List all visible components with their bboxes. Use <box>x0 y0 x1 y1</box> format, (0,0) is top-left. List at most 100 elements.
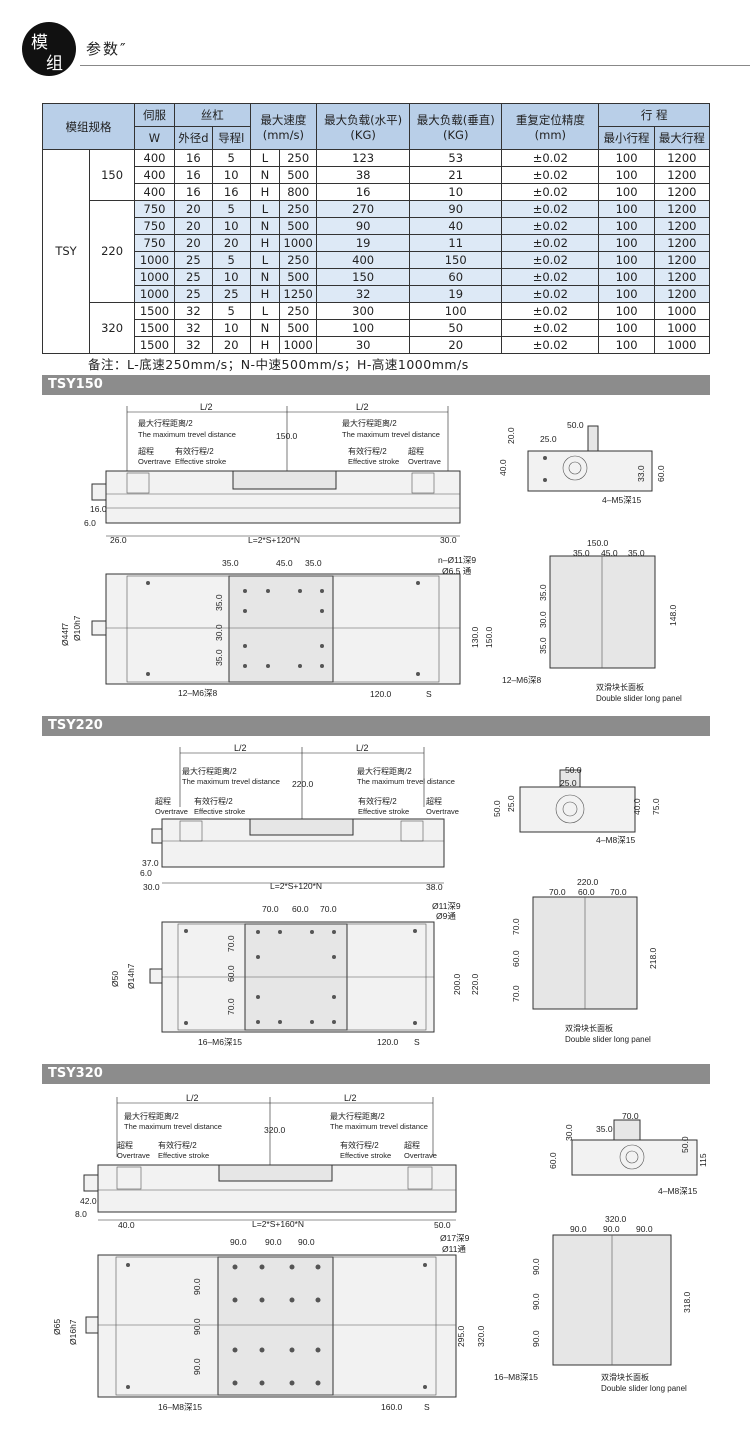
center-dim: 320.0 <box>264 1125 286 1135</box>
end-dim-4: 25.0 <box>506 795 516 812</box>
table-cell: 20 <box>211 336 251 354</box>
table-cell: ±0.02 <box>501 302 600 320</box>
table-cell: 1200 <box>653 268 711 286</box>
table-cell: 38 <box>316 166 411 184</box>
col-header-load-v: 最大负载(垂直)(KG) <box>409 103 503 150</box>
left-dim-2: 8.0 <box>75 1209 87 1219</box>
panel-cn: 双滑块长面板 <box>601 1372 649 1382</box>
left-dim-3: 26.0 <box>110 535 127 545</box>
table-cell: 1200 <box>653 234 711 252</box>
col-header-screw: 丝杠 <box>173 103 251 127</box>
eff-en: Effective stroke <box>358 807 409 816</box>
over-cn: 超程 <box>155 796 171 806</box>
panel-pitch-1: 70.0 <box>549 887 566 897</box>
table-cell: 750 <box>134 217 175 235</box>
half-length-label: L/2 <box>356 743 369 753</box>
plan-view: 90.0 90.0 90.0 Ø17深9 Ø11通 90.0 90.0 90.0… <box>52 1233 486 1412</box>
plan-flange: Ø50 <box>110 971 120 987</box>
table-cell: 32 <box>316 285 411 303</box>
table-cell: 1200 <box>653 217 711 235</box>
table-cell: 16 <box>173 149 213 167</box>
panel-thread: 12–M6深8 <box>502 675 541 685</box>
table-cell: 150 <box>316 268 411 286</box>
panel-vert-2: 90.0 <box>531 1293 541 1310</box>
left-dim-2: 6.0 <box>140 868 152 878</box>
table-cell: 1000 <box>653 319 711 337</box>
panel-height: 318.0 <box>682 1291 692 1313</box>
half-length-label: L/2 <box>344 1093 357 1103</box>
page-title: 参数″ <box>86 40 128 58</box>
left-dim-2: 6.0 <box>84 518 96 528</box>
table-cell: 100 <box>598 166 655 184</box>
end-dim-1: 50.0 <box>565 765 582 775</box>
spec-table: 模组规格 伺服 丝杠 最大速度(mm/s) 最大负载(水平)(KG) 最大负载(… <box>41 103 711 354</box>
table-cell: 1000 <box>653 336 711 354</box>
table-cell: 16 <box>211 183 251 201</box>
table-cell: 1500 <box>134 336 175 354</box>
table-cell: 53 <box>409 149 503 167</box>
table-cell: 30 <box>316 336 411 354</box>
half-length-label: L/2 <box>234 743 247 753</box>
max-travel-en: The maximum trevel distance <box>182 777 280 786</box>
eff-cn: 有效行程/2 <box>175 446 214 456</box>
panel-vert-1: 35.0 <box>538 584 548 601</box>
table-cell: 100 <box>598 285 655 303</box>
table-cell: 1200 <box>653 149 711 167</box>
panel-pitch-2: 60.0 <box>578 887 595 897</box>
table-cell: 100 <box>598 336 655 354</box>
panel-width: 220.0 <box>577 877 599 887</box>
plan-flange: Ø65 <box>52 1319 62 1335</box>
end-dim-1: 50.0 <box>567 420 584 430</box>
plan-vert-2: 60.0 <box>226 965 236 982</box>
table-cell: 100 <box>316 319 411 337</box>
logo-badge: 模 组 <box>22 22 76 76</box>
panel-pitch-3: 35.0 <box>628 548 645 558</box>
table-cell: 11 <box>409 234 503 252</box>
panel-vert-2: 30.0 <box>538 611 548 628</box>
table-cell: 10 <box>211 268 251 286</box>
col-header-repeat: 重复定位精度(mm) <box>501 103 600 150</box>
left-dim-1: 16.0 <box>90 504 107 514</box>
panel-en: Double slider long panel <box>596 694 682 703</box>
table-cell: L <box>249 200 281 218</box>
table-cell: 16 <box>173 183 213 201</box>
plan-width-in: 200.0 <box>452 973 462 995</box>
end-dim-4: 40.0 <box>498 459 508 476</box>
end-dim-2: 25.0 <box>560 778 577 788</box>
over-en: Overtrave <box>408 457 441 466</box>
table-cell: 19 <box>316 234 411 252</box>
drawing-tsy150: L/2 L/2 最大行程距离/2 The maximum trevel dist… <box>60 402 682 703</box>
table-cell: N <box>249 268 281 286</box>
panel-vert-3: 90.0 <box>531 1330 541 1347</box>
plan-width-out: 320.0 <box>476 1325 486 1347</box>
table-cell: 1000 <box>134 268 175 286</box>
panel-width: 320.0 <box>605 1214 627 1224</box>
table-cell: 16 <box>173 166 213 184</box>
plan-pitch-3: 35.0 <box>305 558 322 568</box>
panel-pitch-3: 90.0 <box>636 1224 653 1234</box>
table-cell: 300 <box>316 302 411 320</box>
logo-char-2: 组 <box>46 54 63 74</box>
plan-thread: 16–M6深15 <box>198 1037 242 1047</box>
table-cell: ±0.02 <box>501 200 600 218</box>
end-view: 50.0 25.0 20.0 40.0 33.0 60.0 4–M5深15 <box>498 420 666 505</box>
table-cell: 100 <box>598 234 655 252</box>
max-travel-cn: 最大行程距离/2 <box>124 1111 179 1121</box>
table-cell: 32 <box>173 319 213 337</box>
plan-s: S <box>426 689 432 699</box>
plan-pitch-2: 90.0 <box>265 1237 282 1247</box>
col-header-screw-l: 导程l <box>211 126 251 150</box>
col-header-stroke-min: 最小行程 <box>598 126 655 150</box>
table-cell: 400 <box>134 183 175 201</box>
table-cell: 1500 <box>134 302 175 320</box>
table-cell: ±0.02 <box>501 268 600 286</box>
section-bar-tsy320: TSY320 <box>42 1064 710 1084</box>
max-travel-en: The maximum trevel distance <box>330 1122 428 1131</box>
plan-flange: Ø44f7 <box>60 623 70 646</box>
plan-pitch-s: 120.0 <box>377 1037 399 1047</box>
